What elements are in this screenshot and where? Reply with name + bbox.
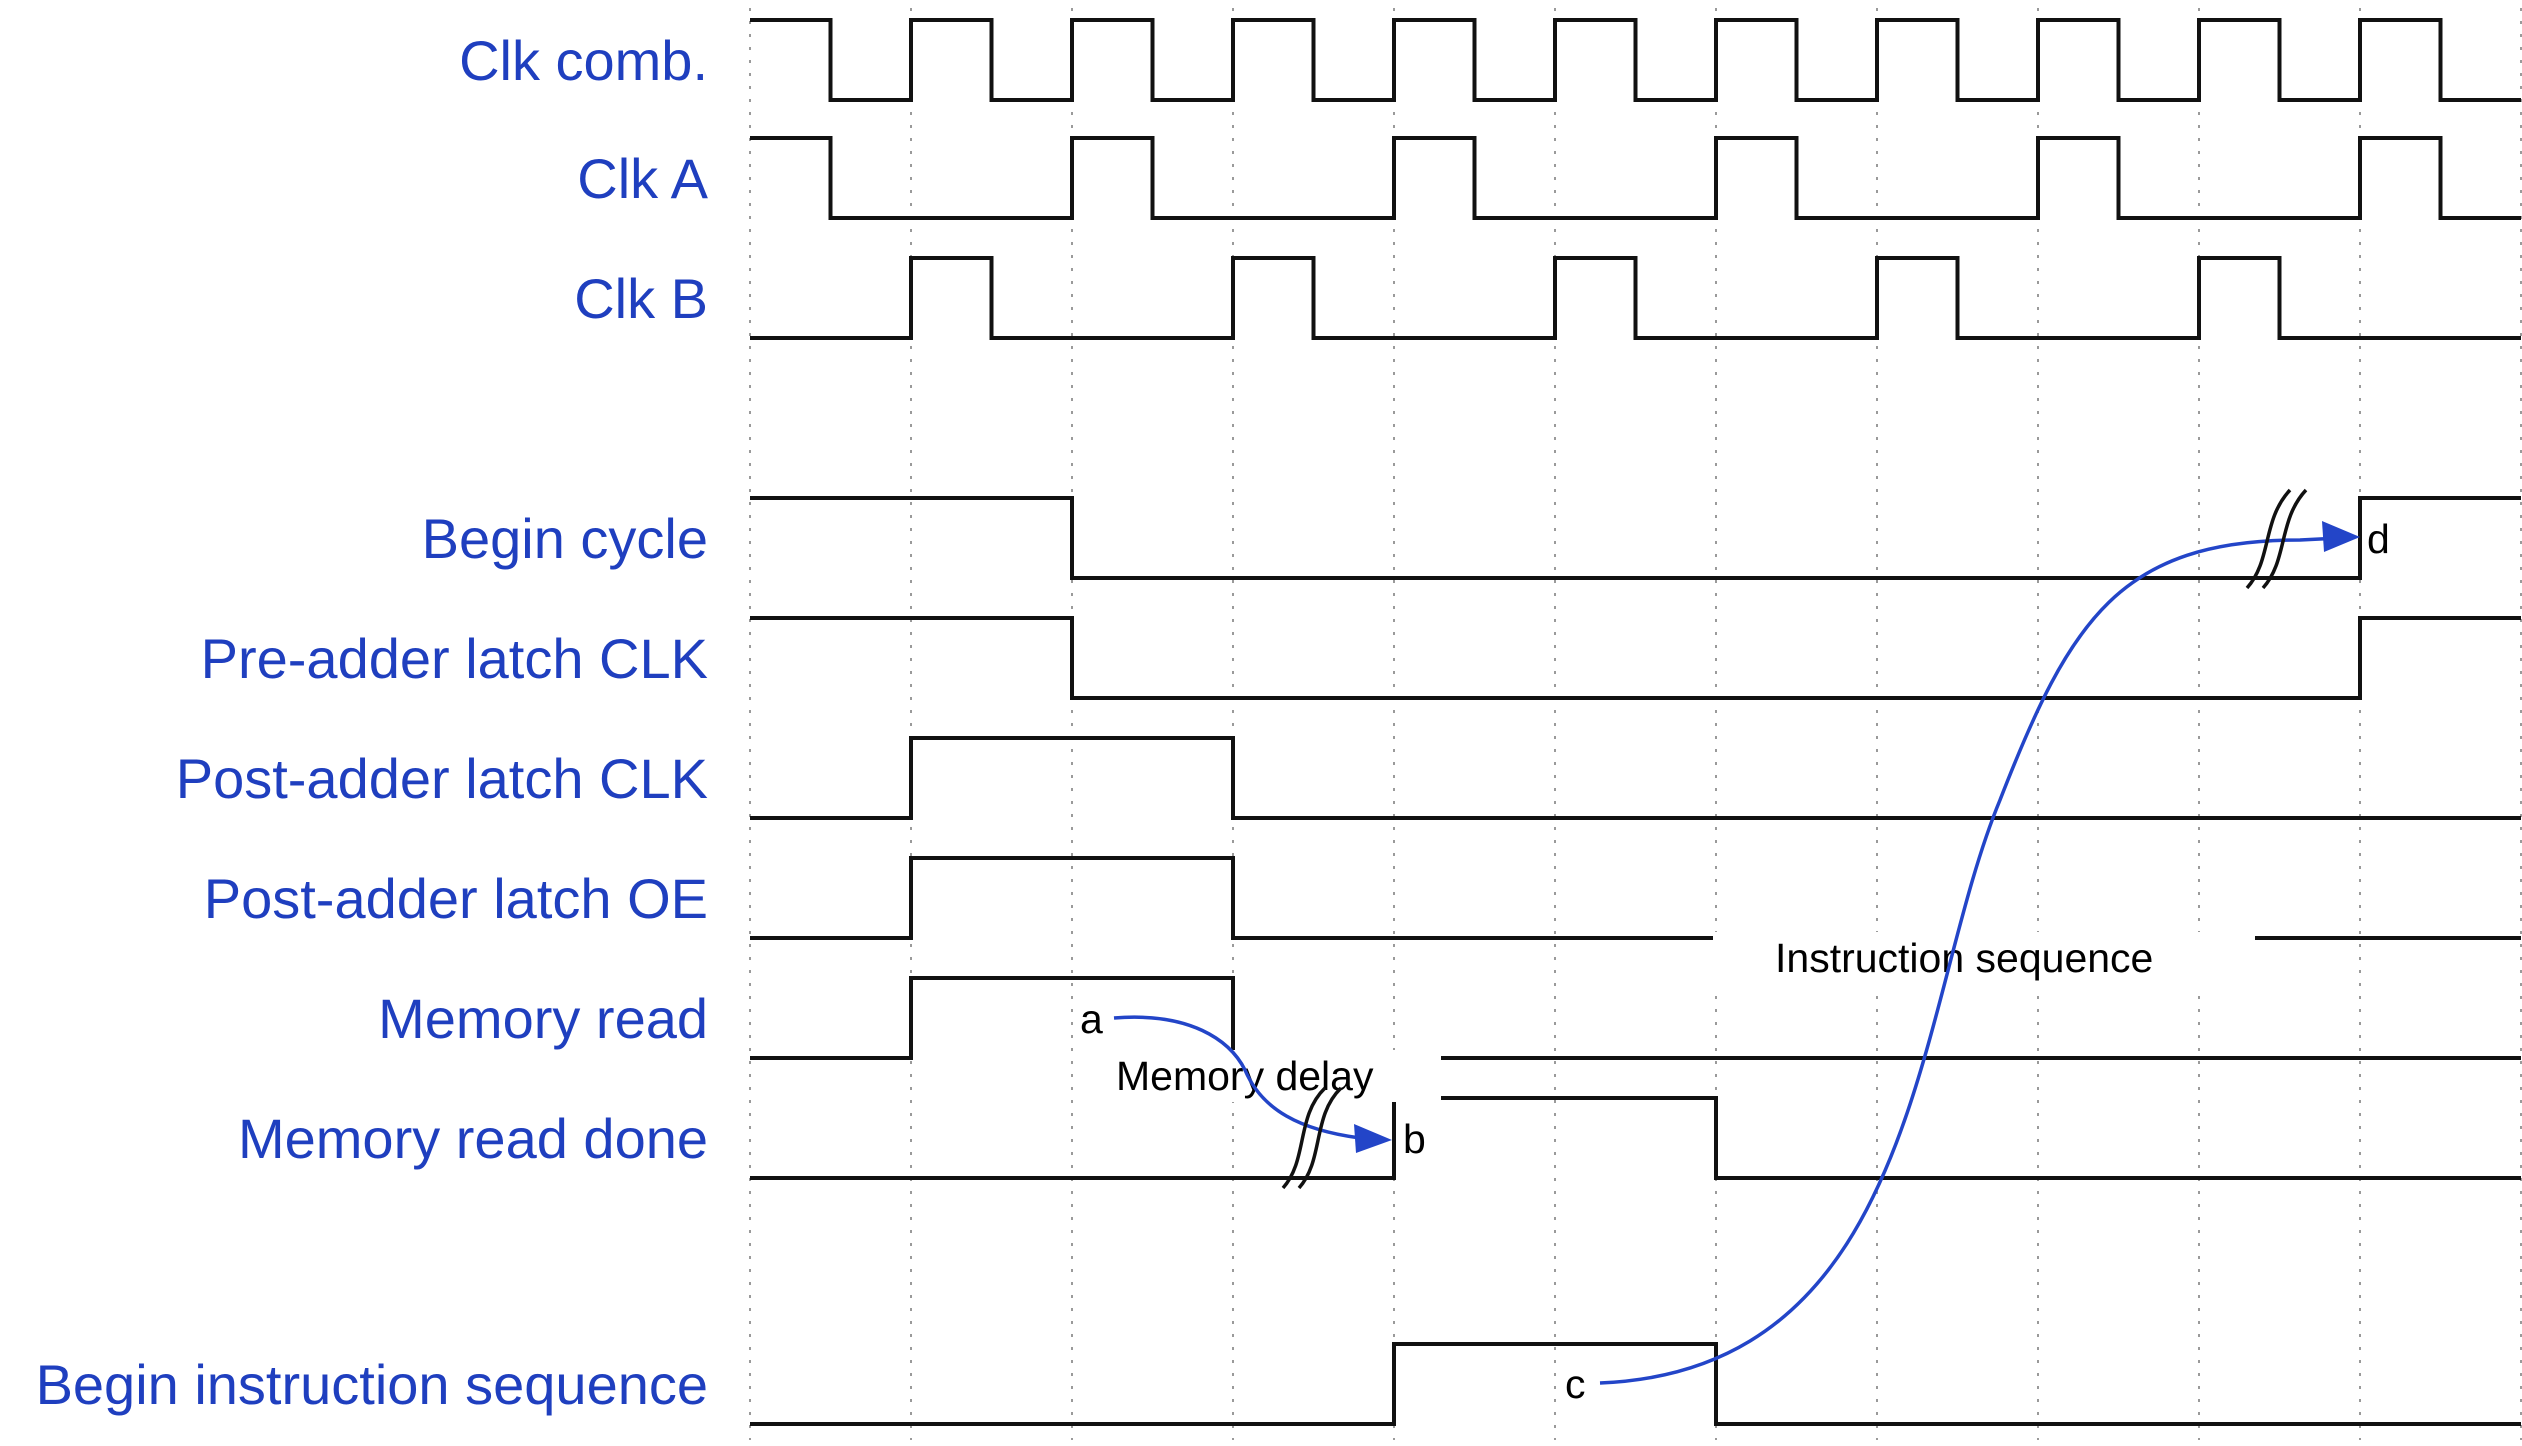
instruction-sequence-break-mark-left (2245, 488, 2292, 590)
instruction-sequence-arrow (1599, 536, 2341, 1385)
instruction-sequence-arrowhead (2322, 521, 2360, 552)
label-post-adder-latch-oe: Post-adder latch OE (204, 867, 708, 930)
waveform-post-adder-latch-clk (750, 736, 2521, 820)
label-clk-a: Clk A (577, 147, 708, 210)
signal-waveforms (750, 18, 2521, 1426)
instruction-sequence-annotation: Instruction sequence c d (1565, 488, 2390, 1407)
waveform-memory-read (750, 976, 2521, 1060)
instruction-sequence-break-mark-right (2261, 488, 2308, 590)
memory-delay-annotation: Memory delay a b (1080, 996, 1441, 1190)
instruction-sequence-label: Instruction sequence (1775, 935, 2153, 981)
memory-delay-break-mark-left (1281, 1086, 1327, 1190)
memory-delay-label: Memory delay (1116, 1053, 1374, 1099)
label-begin-instruction-sequence: Begin instruction sequence (36, 1353, 708, 1416)
waveform-clk-a (750, 136, 2521, 220)
signal-labels: Clk comb. Clk A Clk B Begin cyclePre-adder … (36, 29, 709, 1416)
memory-delay-label-bg (1113, 1050, 1441, 1102)
instruction-sequence-label-bg (1713, 932, 2255, 986)
label-clk-comb: Clk comb. (459, 29, 708, 92)
waveform-clk-comb (750, 18, 2521, 102)
waveform-pre-adder-latch-clk (750, 616, 2521, 700)
time-gridlines (749, 8, 2522, 1440)
label-pre-adder-latch-clk: Pre-adder latch CLK (201, 627, 708, 690)
annotation-c: c (1565, 1361, 1586, 1407)
waveform-begin-instruction-sequence (750, 1342, 2521, 1426)
label-memory-read-done: Memory read done (238, 1107, 708, 1170)
waveform-post-adder-latch-oe (750, 856, 2521, 940)
annotation-b: b (1403, 1116, 1426, 1162)
label-post-adder-latch-clk: Post-adder latch CLK (176, 747, 708, 810)
memory-delay-arrow (1113, 1015, 1361, 1140)
memory-delay-arrowhead (1354, 1124, 1392, 1153)
waveform-begin-cycle (750, 496, 2521, 580)
annotation-d: d (2367, 516, 2390, 562)
memory-delay-break-mark-right (1297, 1086, 1343, 1190)
label-clk-b: Clk B (574, 267, 708, 330)
annotation-a: a (1080, 996, 1103, 1042)
waveform-clk-b (750, 256, 2521, 340)
waveform-memory-read-done (750, 1096, 2521, 1180)
label-memory-read: Memory read (378, 987, 708, 1050)
label-begin-cycle: Begin cycle (422, 507, 708, 570)
